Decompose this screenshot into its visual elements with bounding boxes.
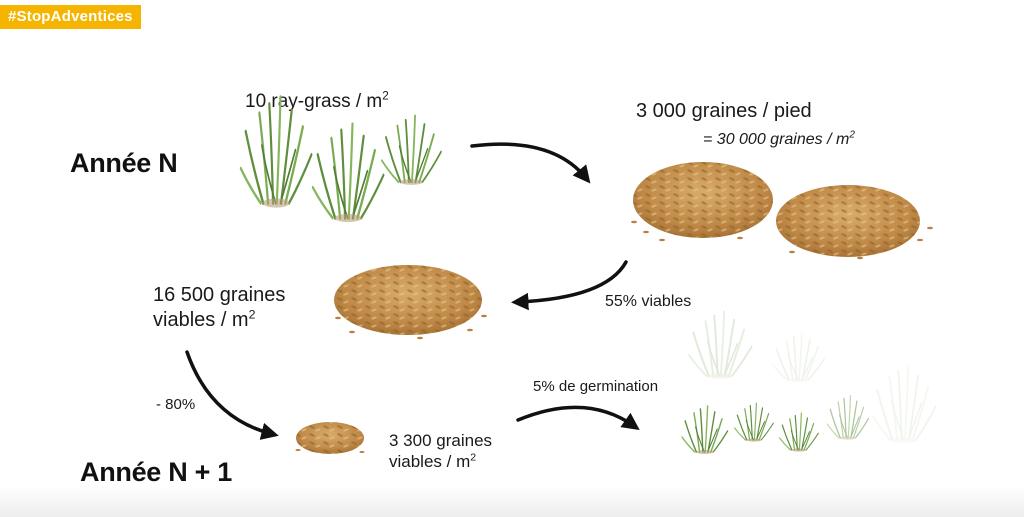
germination-label: 5% de germination	[533, 378, 659, 395]
remaining-seeds-label: 3 300 graines viables / m2	[389, 431, 493, 471]
viable-percent-label: 55% viables	[605, 293, 692, 310]
arrow-to-viable	[511, 260, 628, 311]
arrow-to-seeds	[470, 142, 591, 184]
hashtag-badge: #StopAdventices	[0, 5, 141, 29]
reduction-label: - 80%	[156, 396, 196, 413]
grass-tuft-icon	[241, 97, 312, 207]
viable-seeds-label: 16 500 graines viables / m2	[153, 284, 286, 331]
seeds-total-label: = 30 000 graines / m2	[703, 129, 855, 148]
year-n-heading: Année N	[70, 148, 178, 178]
bottom-shadow	[0, 486, 1024, 517]
grass-tuft-icon	[772, 333, 826, 383]
seeds-per-plant-label: 3 000 graines / pied	[636, 100, 812, 122]
grass-tuft-icon	[681, 405, 729, 455]
arrow-to-germination	[516, 405, 640, 431]
grass-tuft-icon	[826, 394, 870, 441]
seed-pile-icon	[334, 265, 487, 340]
grass-tuft-icon	[380, 114, 443, 187]
seed-pile-icon	[295, 422, 365, 454]
grass-tuft-icon	[733, 402, 775, 443]
grass-tuft-icon	[871, 364, 938, 445]
seed-pile-icon	[631, 162, 933, 260]
grass-tuft-icon	[311, 122, 386, 224]
grass-tuft-icon	[687, 310, 753, 381]
arrow-to-next-year	[185, 350, 279, 440]
grass-tuft-icon	[778, 412, 820, 453]
year-n1-heading: Année N + 1	[80, 457, 233, 487]
